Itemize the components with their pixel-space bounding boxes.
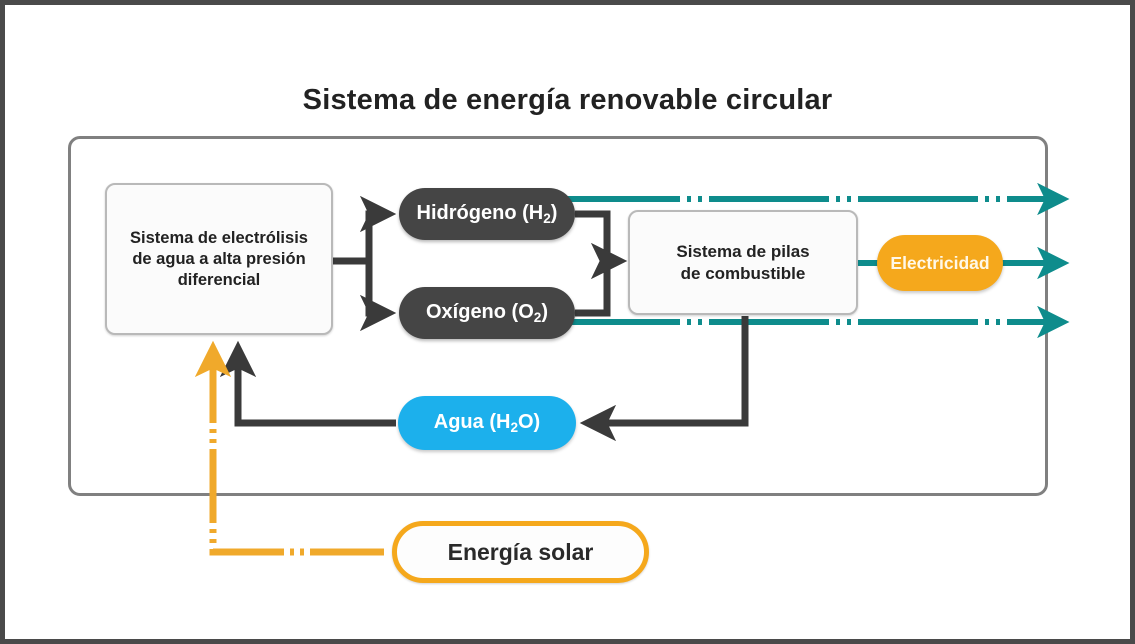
node-water[interactable]: Agua (H2O)	[398, 396, 576, 450]
fuelcell-label-line2: de combustible	[680, 263, 806, 283]
edge-solar-electrolysis	[194, 340, 384, 556]
edge-fuelcell-water	[579, 316, 749, 442]
electricity-label: Electricidad	[890, 252, 990, 273]
edge-water-electrolysis	[219, 340, 396, 427]
electrolysis-label-line3: diferencial	[177, 270, 261, 289]
water-label-main: Agua (H	[433, 411, 511, 434]
water-label-tail: O)	[518, 411, 541, 434]
fuelcell-label-line1: Sistema de pilas	[676, 241, 810, 261]
edge-split-oxygen	[359, 261, 397, 332]
hydrogen-label-main: Hidrógeno (H	[416, 202, 544, 225]
node-hydrogen[interactable]: Hidrógeno (H2)	[399, 188, 575, 240]
node-oxygen[interactable]: Oxígeno (O2)	[399, 287, 575, 339]
hydrogen-label-sub: 2	[543, 210, 551, 226]
electrolysis-label-line2: de agua a alta presión	[132, 249, 306, 268]
edge-hydrogen-merge	[575, 210, 611, 261]
oxygen-label-sub: 2	[533, 309, 542, 325]
node-electrolysis-system[interactable]: Sistema de electrólisis de agua a alta p…	[105, 183, 333, 335]
edge-oxygen-merge	[575, 261, 611, 317]
electrolysis-label-line1: Sistema de electrólisis	[130, 228, 308, 247]
solar-label: Energía solar	[447, 538, 594, 565]
node-electricity[interactable]: Electricidad	[877, 235, 1003, 291]
edge-split-hydrogen	[359, 195, 397, 261]
node-solar-energy[interactable]: Energía solar	[392, 521, 649, 583]
oxygen-label-main: Oxígeno (O	[425, 301, 534, 324]
node-fuel-cell-system[interactable]: Sistema de pilas de combustible	[628, 210, 858, 315]
water-label-sub: 2	[510, 419, 518, 435]
page-title: Sistema de energía renovable circular	[302, 84, 833, 116]
oxygen-label-tail: )	[541, 301, 549, 324]
hydrogen-label-tail: )	[550, 202, 558, 225]
